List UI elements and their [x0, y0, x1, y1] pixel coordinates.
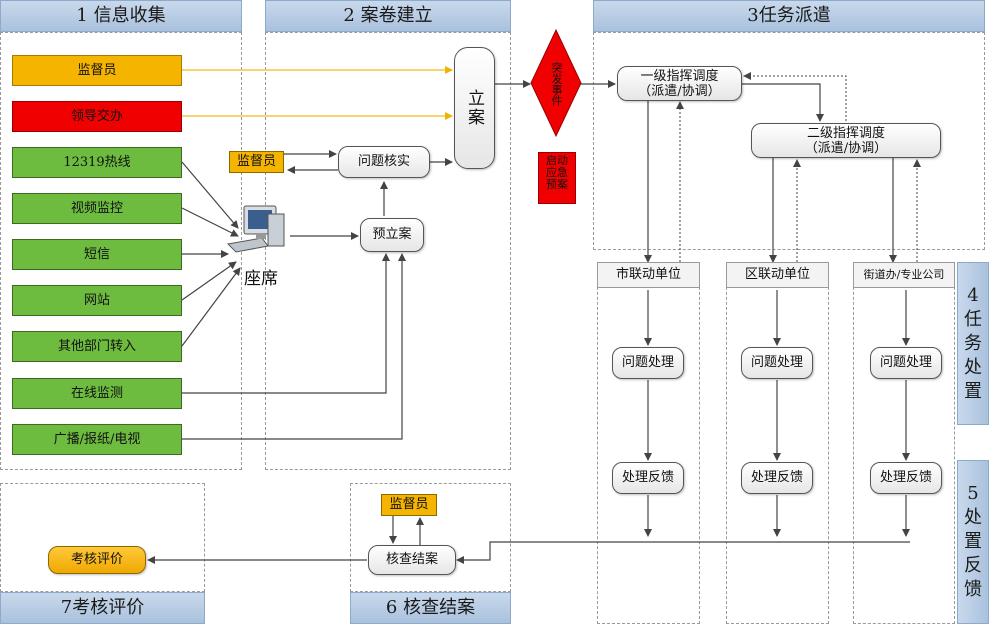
- section-2-header: 2 案卷建立: [265, 0, 511, 32]
- level1-subtitle: （派遣/协调）: [638, 84, 721, 99]
- emergency-plan-box[interactable]: 启动应急预案: [538, 152, 576, 204]
- source-leader-assigned[interactable]: 领导交办: [12, 101, 182, 132]
- source-media[interactable]: 广播/报纸/电视: [12, 424, 182, 455]
- level2-dispatch-node[interactable]: 二级指挥调度 （派遣/协调）: [751, 123, 941, 158]
- level2-title: 二级指挥调度: [806, 126, 885, 141]
- unit-street: 街道办/专业公司: [853, 262, 955, 288]
- source-other-dept[interactable]: 其他部门转入: [12, 331, 182, 362]
- supervisor-tag-verify: 监督员: [229, 151, 284, 173]
- district-handle-node[interactable]: 问题处理: [741, 347, 813, 379]
- source-website[interactable]: 网站: [12, 285, 182, 316]
- source-hotline[interactable]: 12319热线: [12, 147, 182, 178]
- filing-node[interactable]: 立案: [454, 47, 495, 169]
- level2-subtitle: （派遣/协调）: [804, 141, 888, 156]
- seat-label: 座席: [244, 269, 278, 289]
- region-evaluate: [0, 483, 205, 592]
- source-video[interactable]: 视频监控: [12, 193, 182, 224]
- region-check: [350, 483, 511, 592]
- incident-label: 突发事件: [550, 62, 563, 106]
- unit-city: 市联动单位: [597, 262, 700, 288]
- section-3-header: 3任务派遣: [593, 0, 985, 32]
- source-online-monitoring[interactable]: 在线监测: [12, 378, 182, 409]
- section-4-header: 4 任务处置: [957, 262, 989, 425]
- city-feedback-node[interactable]: 处理反馈: [612, 462, 684, 494]
- evaluate-node[interactable]: 考核评价: [48, 546, 146, 574]
- source-supervisor[interactable]: 监督员: [12, 55, 182, 86]
- city-handle-node[interactable]: 问题处理: [612, 347, 684, 379]
- pre-filing-node[interactable]: 预立案: [360, 218, 424, 252]
- supervisor-tag-check: 监督员: [381, 494, 437, 516]
- region-dispatch: [593, 32, 985, 250]
- section-5-header: 5 处置反馈: [957, 460, 989, 624]
- verify-node[interactable]: 问题核实: [338, 146, 430, 178]
- level1-title: 一级指挥调度: [640, 69, 719, 84]
- unit-district: 区联动单位: [726, 262, 829, 288]
- section-1-header: 1 信息收集: [0, 0, 242, 32]
- district-feedback-node[interactable]: 处理反馈: [741, 462, 813, 494]
- street-feedback-node[interactable]: 处理反馈: [870, 462, 942, 494]
- level1-dispatch-node[interactable]: 一级指挥调度 （派遣/协调）: [617, 66, 742, 101]
- source-sms[interactable]: 短信: [12, 239, 182, 270]
- check-close-node[interactable]: 核查结案: [368, 545, 456, 575]
- street-handle-node[interactable]: 问题处理: [870, 347, 942, 379]
- section-7-header: 7考核评价: [0, 592, 205, 624]
